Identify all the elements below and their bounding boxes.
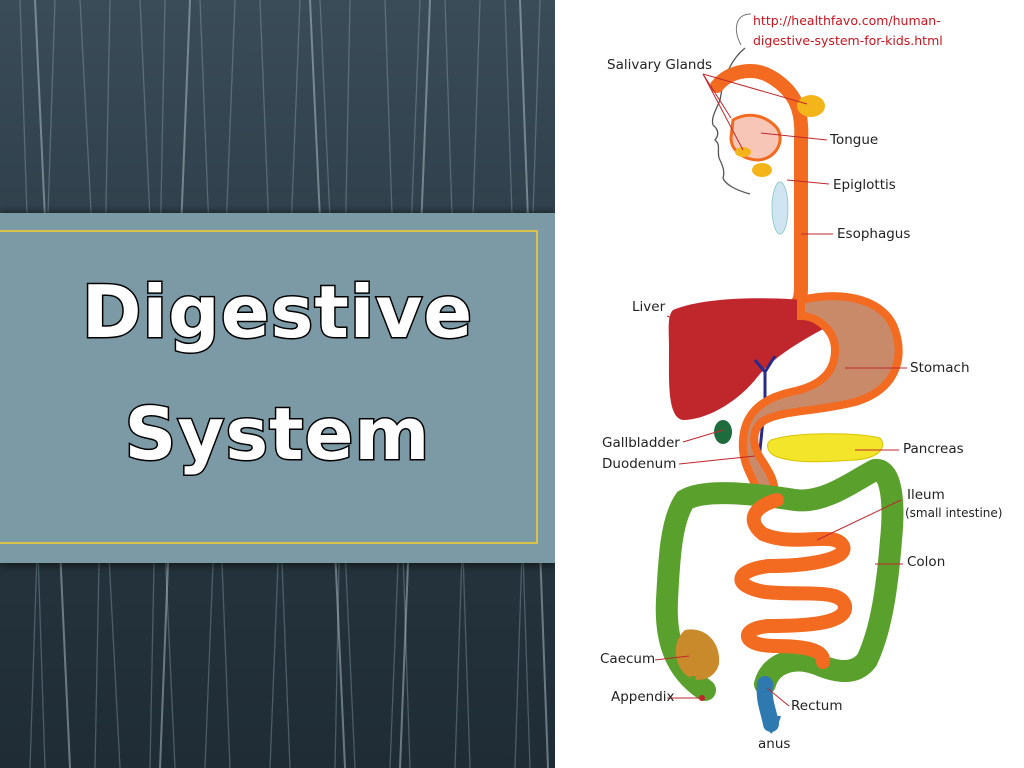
title-frame: [0, 230, 538, 544]
source-url-line1: http://healthfavo.com/human-: [753, 13, 941, 28]
label-gallbladder: Gallbladder: [602, 435, 680, 451]
title-band: Digestive System: [0, 213, 555, 563]
anus: [763, 716, 781, 734]
caecum: [675, 629, 720, 680]
label-caecum: Caecum: [600, 651, 655, 667]
esophagus: [710, 64, 809, 325]
label-salivary-glands: Salivary Glands: [607, 57, 712, 73]
label-duodenum: Duodenum: [602, 456, 676, 472]
label-tongue: Tongue: [829, 132, 878, 148]
stomach: [738, 292, 903, 505]
liver: [668, 298, 836, 420]
salivary-gland-sublingual: [735, 147, 751, 157]
label-ileum-note: (small intestine): [905, 506, 1002, 520]
leader-lines: [654, 73, 907, 707]
colon: [655, 459, 904, 701]
label-pancreas: Pancreas: [903, 441, 964, 457]
slide-title: Digestive System: [0, 251, 555, 495]
diagram-panel: http://healthfavo.com/human- digestive-s…: [555, 0, 1024, 768]
source-url-line2: digestive-system-for-kids.html: [753, 33, 943, 48]
left-panel: Digestive System: [0, 0, 555, 768]
slide-title-line1: Digestive: [80, 269, 474, 356]
label-epiglottis: Epiglottis: [833, 177, 896, 193]
label-esophagus: Esophagus: [837, 226, 910, 242]
gallbladder: [714, 420, 732, 444]
ileum: [734, 493, 852, 669]
epiglottis-airway: [771, 181, 789, 235]
label-appendix: Appendix: [611, 689, 675, 705]
salivary-gland-parotid: [797, 95, 825, 117]
source-bracket: [735, 13, 752, 46]
label-ileum: Ileum: [907, 487, 945, 503]
pancreas: [767, 433, 884, 463]
label-colon: Colon: [907, 554, 945, 570]
label-stomach: Stomach: [910, 360, 970, 376]
appendix-tip: [699, 695, 705, 701]
salivary-gland-submandibular: [752, 163, 772, 177]
digestive-diagram: http://healthfavo.com/human- digestive-s…: [600, 13, 1002, 752]
slide-title-line2: System: [123, 391, 431, 478]
label-rectum: Rectum: [791, 698, 843, 714]
label-liver: Liver: [632, 299, 666, 315]
label-anus: anus: [758, 736, 790, 752]
